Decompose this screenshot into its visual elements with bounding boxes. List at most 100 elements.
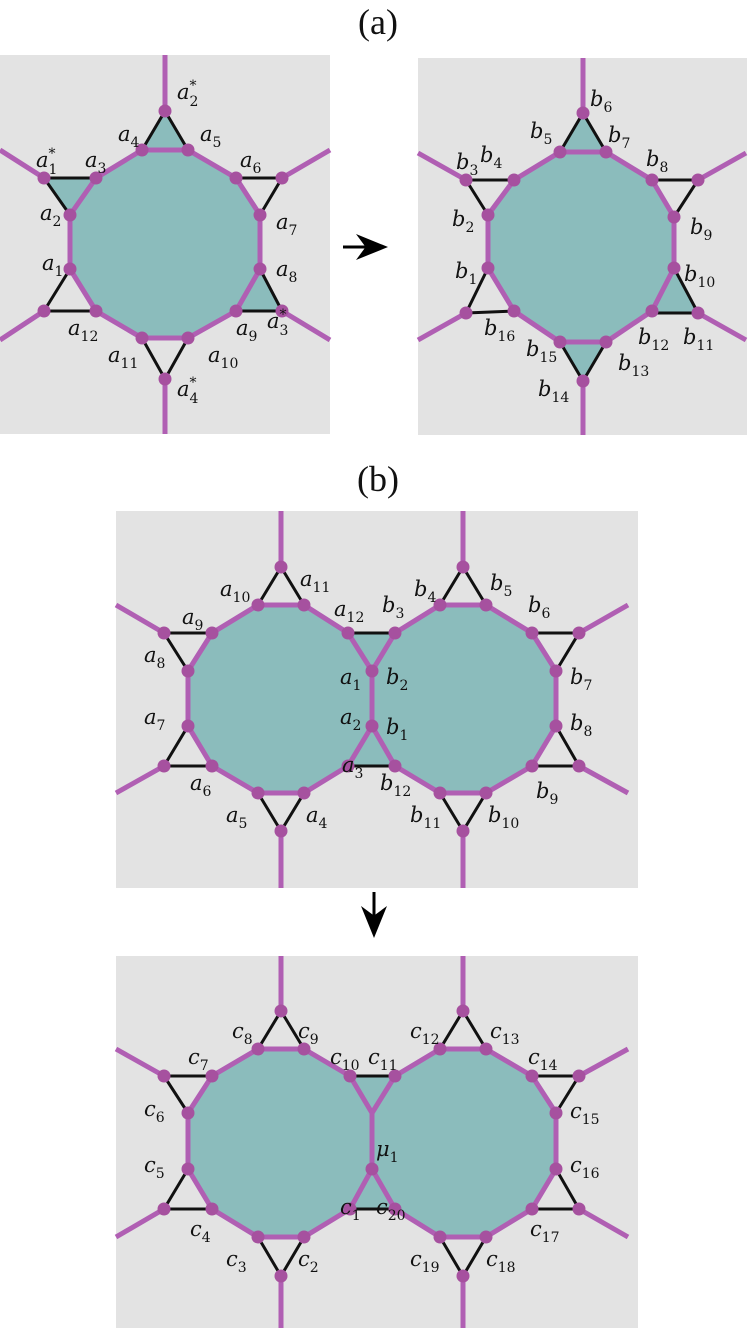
node-p4-3 <box>297 1042 311 1056</box>
leg-p4-3 <box>577 1046 630 1079</box>
label-p2-4: b5 <box>530 119 552 148</box>
node-p1-9 <box>135 331 149 345</box>
node-p4-18 <box>251 1230 265 1244</box>
label-p1-2: a3 <box>85 148 106 177</box>
node-p4-14 <box>388 1202 402 1216</box>
node-p1-15 <box>275 304 289 318</box>
label-p3-16: b5 <box>490 571 512 600</box>
node-p2-1 <box>507 173 521 187</box>
face-p1-0 <box>70 150 260 338</box>
label-p4-3: c4 <box>190 1217 211 1246</box>
node-p4-13 <box>433 1230 447 1244</box>
node-p2-0 <box>481 208 495 222</box>
node-p2-3 <box>599 145 613 159</box>
node-p4-23 <box>456 1004 470 1018</box>
label-p1-15: a*4 <box>177 375 199 407</box>
node-p1-0 <box>63 208 77 222</box>
node-p4-22 <box>274 1004 288 1018</box>
label-p3-19: b8 <box>570 711 592 740</box>
node-p4-1 <box>205 1069 219 1083</box>
node-p3-24 <box>456 560 470 574</box>
node-p2-4 <box>645 173 659 187</box>
node-p1-12 <box>37 171 51 185</box>
node-p2-17 <box>459 306 473 320</box>
label-p4-0: c1 <box>340 1195 361 1224</box>
label-p3-9: a10 <box>220 577 250 606</box>
label-p1-6: a7 <box>276 210 297 239</box>
node-p1-13 <box>158 104 172 118</box>
label-p1-8: a9 <box>236 316 257 345</box>
label-p4-16: c17 <box>530 1217 560 1246</box>
node-p1-5 <box>253 208 267 222</box>
label-p3-13: b2 <box>386 665 408 694</box>
label-p4-11: c12 <box>410 1019 440 1048</box>
leg-p2-2 <box>696 150 748 183</box>
leg-p3-7 <box>114 763 166 796</box>
label-p3-21: b10 <box>488 803 519 832</box>
label-p4-13: c14 <box>528 1045 558 1074</box>
node-p3-10 <box>205 759 219 773</box>
graph-p3 <box>114 511 630 888</box>
label-p1-9: a10 <box>208 343 238 372</box>
leg-p3-0 <box>114 602 166 636</box>
node-p1-14 <box>275 171 289 185</box>
label-p3-0: a1 <box>340 665 361 694</box>
node-p4-6 <box>433 1042 447 1056</box>
label-p2-8: b9 <box>690 215 712 244</box>
node-p4-2 <box>251 1042 265 1056</box>
node-p2-15 <box>691 306 705 320</box>
label-p2-0: b1 <box>455 259 477 288</box>
label-p2-3: b4 <box>480 143 502 172</box>
node-p3-18 <box>525 759 539 773</box>
leg-p4-7 <box>114 1206 166 1240</box>
label-p2-2: b3 <box>456 150 478 179</box>
label-p3-23: b12 <box>380 771 411 800</box>
label-p3-6: a7 <box>144 705 165 734</box>
label-p4-12: c13 <box>490 1019 520 1048</box>
label-p4-8: c9 <box>298 1019 319 1048</box>
label-p1-1: a2 <box>40 201 61 230</box>
node-p4-5 <box>388 1069 402 1083</box>
node-p4-10 <box>549 1162 563 1176</box>
face-p4-1 <box>372 1049 556 1237</box>
label-p1-10: a11 <box>108 343 138 372</box>
node-p3-21 <box>388 759 402 773</box>
label-p3-4: a5 <box>226 803 247 832</box>
face-p4-0 <box>188 1049 372 1237</box>
node-p3-0 <box>181 664 195 678</box>
leg-p1-5 <box>0 308 46 343</box>
node-p2-9 <box>553 335 567 349</box>
node-p2-6 <box>667 261 681 275</box>
label-p2-12: b13 <box>618 351 649 380</box>
node-p1-16 <box>158 372 172 386</box>
node-p3-14 <box>479 598 493 612</box>
label-p2-9: b10 <box>684 262 715 291</box>
node-p4-15 <box>365 1162 379 1176</box>
label-p1-14: a*3 <box>267 307 288 339</box>
node-p3-2 <box>251 598 265 612</box>
node-p3-7 <box>341 759 355 773</box>
node-p3-11 <box>181 719 195 733</box>
label-p3-18: b7 <box>570 665 592 694</box>
leg-p3-4 <box>577 763 630 796</box>
node-p2-13 <box>576 106 590 120</box>
node-p3-8 <box>297 786 311 800</box>
label-p3-11: a12 <box>334 597 364 626</box>
arrow-right <box>343 234 388 260</box>
label-p2-1: b2 <box>452 207 474 236</box>
label-p3-3: a4 <box>306 803 328 832</box>
arrow-down <box>361 892 387 938</box>
node-p4-24 <box>572 1069 586 1083</box>
node-p3-5 <box>365 664 379 678</box>
label-p4-6: c7 <box>188 1045 209 1074</box>
node-p4-20 <box>181 1162 195 1176</box>
node-p4-12 <box>479 1230 493 1244</box>
label-p2-10: b11 <box>683 325 714 354</box>
node-p1-4 <box>229 171 243 185</box>
label-p4-7: c8 <box>232 1019 253 1048</box>
label-p4-9: c10 <box>330 1045 360 1074</box>
label-p4-18: c19 <box>410 1247 440 1276</box>
node-p3-19 <box>479 786 493 800</box>
label-p2-14: b15 <box>526 337 557 366</box>
leg-p2-3 <box>696 310 748 343</box>
